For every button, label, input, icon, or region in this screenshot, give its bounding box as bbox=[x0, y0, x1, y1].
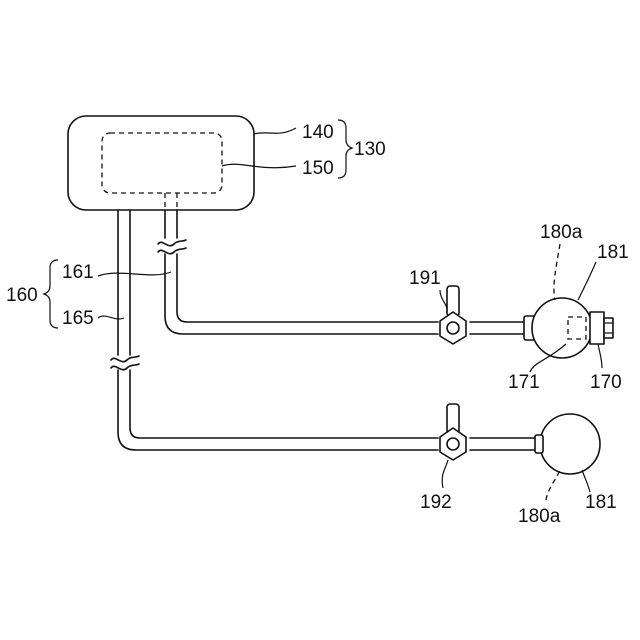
bag-181-upper bbox=[532, 298, 592, 358]
controller-box-140 bbox=[68, 116, 254, 210]
leader-140 bbox=[254, 128, 296, 134]
leader-180a-bottom bbox=[546, 470, 560, 500]
label-180a-top: 180a bbox=[540, 222, 583, 243]
tube-165-to-bag bbox=[470, 438, 540, 450]
leader-192 bbox=[442, 460, 448, 488]
tube-161-break bbox=[158, 240, 186, 254]
bag-181-lower bbox=[540, 414, 600, 474]
sensor-170-tip bbox=[604, 318, 613, 338]
label-160: 160 bbox=[6, 285, 38, 306]
tube-165-break bbox=[111, 356, 139, 370]
label-171: 171 bbox=[508, 372, 540, 393]
tube-161-upper bbox=[165, 210, 177, 238]
brace-160 bbox=[44, 260, 58, 328]
tube-165-upper bbox=[118, 210, 130, 355]
module-box-150 bbox=[102, 133, 222, 193]
leader-181-bottom bbox=[582, 470, 590, 492]
label-150: 150 bbox=[302, 158, 334, 179]
brace-130 bbox=[338, 120, 352, 178]
valve-192[interactable] bbox=[440, 404, 466, 460]
label-165: 165 bbox=[62, 308, 94, 329]
leader-180a-top bbox=[554, 244, 560, 300]
leader-170 bbox=[598, 344, 602, 368]
tube-161-to-bag bbox=[470, 322, 527, 334]
leader-161 bbox=[98, 272, 171, 276]
tube-161-upper-dashed bbox=[165, 193, 177, 210]
label-161: 161 bbox=[62, 262, 94, 283]
label-181-top: 181 bbox=[597, 242, 629, 263]
label-140: 140 bbox=[302, 122, 334, 143]
label-191: 191 bbox=[409, 268, 441, 289]
tube-165-lower bbox=[118, 370, 438, 450]
lower-connector bbox=[535, 435, 543, 453]
label-170: 170 bbox=[590, 372, 622, 393]
label-192: 192 bbox=[420, 492, 452, 513]
valve-191[interactable] bbox=[440, 286, 466, 344]
tube-161-lower bbox=[165, 254, 438, 334]
lower-bag-assembly bbox=[535, 414, 600, 474]
label-180a-bottom: 180a bbox=[518, 506, 561, 527]
leader-150 bbox=[222, 164, 296, 167]
leader-191 bbox=[440, 290, 447, 312]
leader-181-top bbox=[578, 262, 596, 300]
label-130: 130 bbox=[354, 139, 386, 160]
sensor-170-body bbox=[590, 312, 604, 344]
label-181-bottom: 181 bbox=[585, 492, 617, 513]
leader-165 bbox=[98, 316, 124, 319]
